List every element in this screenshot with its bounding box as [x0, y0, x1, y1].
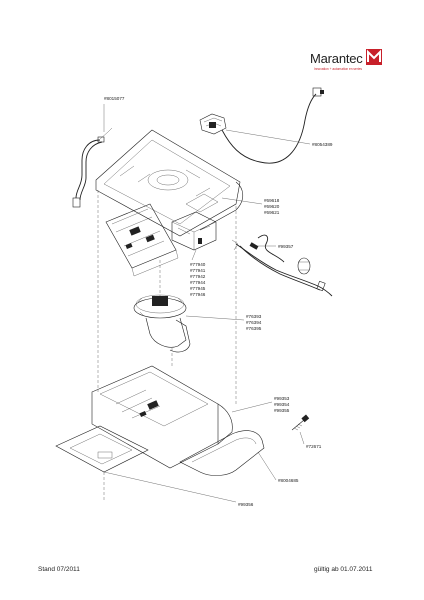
part-label-69621: #69621 — [264, 210, 280, 215]
part-label-77945: #77945 — [190, 286, 206, 291]
circuit-board-illustration — [105, 203, 179, 277]
part-label-77940: #77940 — [190, 262, 206, 267]
brand-logo: Marantec Innovation + automation en seri… — [310, 49, 382, 75]
brand-name: Marantec — [310, 51, 363, 66]
part-label-99353: #99353 — [274, 396, 290, 401]
drive-gear-illustration — [133, 294, 191, 353]
part-label-8015077: #8015077 — [104, 96, 125, 101]
part-label-8054389: #8054389 — [312, 142, 333, 147]
part-label-69618: #69618 — [264, 198, 280, 203]
light-cover-illustration — [55, 425, 149, 473]
part-label-99355: #99355 — [274, 408, 290, 413]
brand-m-icon — [366, 49, 382, 65]
part-label-77944: #77944 — [190, 280, 206, 285]
part-label-8004685: #8004685 — [278, 478, 299, 483]
leader-lines — [103, 104, 311, 503]
part-label-99354: #99354 — [274, 402, 290, 407]
transformer-illustration — [171, 211, 217, 251]
part-label-77946: #77946 — [190, 292, 206, 297]
wire-harness-illustration — [72, 127, 113, 208]
part-labels: #8015077 #8054389 #69618 #69620 #69621 #… — [104, 96, 333, 507]
part-label-76394: #76394 — [246, 320, 262, 325]
part-label-72671: #72671 — [306, 444, 322, 449]
part-label-99356: #99356 — [238, 502, 254, 507]
power-cord-illustration — [231, 234, 333, 297]
part-label-76395: #76395 — [246, 326, 262, 331]
screw-illustration — [291, 414, 310, 431]
lower-housing-illustration — [91, 365, 233, 469]
part-label-69620: #69620 — [264, 204, 280, 209]
footer-date-left: Stand 07/2011 — [38, 566, 80, 573]
part-label-76393: #76393 — [246, 314, 262, 319]
part-label-77941: #77941 — [190, 268, 206, 273]
side-cover-illustration — [179, 430, 265, 476]
assembly-guide-lines — [97, 190, 237, 500]
brand-tagline: Innovation + automation en series — [314, 67, 362, 71]
part-label-99357: #99357 — [278, 244, 294, 249]
part-label-77942: #77942 — [190, 274, 206, 279]
motor-cap-illustration — [199, 87, 324, 164]
footer-date-right: gültig ab 01.07.2011 — [314, 566, 373, 573]
top-housing-illustration — [95, 129, 244, 237]
